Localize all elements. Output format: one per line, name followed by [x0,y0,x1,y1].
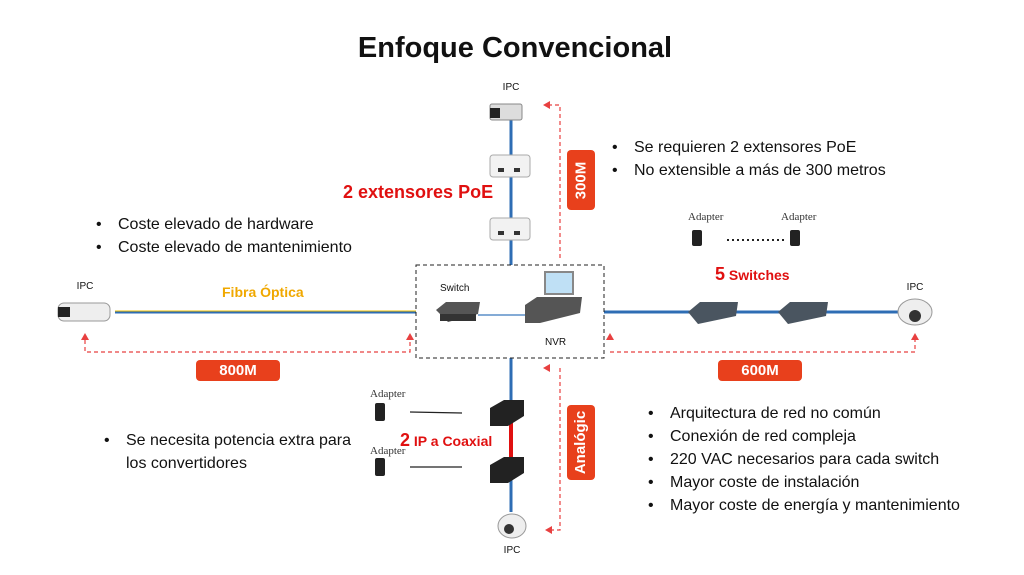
bullet: Mayor coste de energía y mantenimiento [648,494,960,517]
adapter-label: Adapter [370,388,406,400]
bottom-ipc-label: IPC [503,545,521,556]
adapter-label: Adapter [781,211,817,223]
coax-count: 2 [400,430,411,450]
bullet: Conexión de red compleja [648,425,960,448]
bullet: Se requieren 2 extensores PoE [612,136,886,159]
bullet: Mayor coste de instalación [648,471,960,494]
switches-count: 5 [715,264,726,284]
page-title: Enfoque Convencional [357,32,673,64]
coax-label: 2 IP a Coaxial [400,430,492,451]
left-ipc-label: IPC [76,281,94,292]
top-ipc-camera-icon [489,103,523,121]
switch-icon [436,302,480,322]
bullet: Arquitectura de red no común [648,402,960,425]
right-ipc-dome-icon [897,298,933,326]
poe-extenders-label: 2 extensores PoE [343,182,494,202]
coax-converter-icon [490,400,524,483]
top-ipc-label: IPC [502,82,520,93]
switch-label: Switch [440,283,470,294]
distance-badge-analog: Analógic [567,405,595,480]
fiber-label: Fibra Óptica [222,284,304,300]
bullet: Coste elevado de hardware [96,213,352,236]
right-switch-icon [778,302,828,324]
right-switch-icon [688,302,738,324]
core-box [415,264,605,359]
top-bullets: Se requieren 2 extensores PoE No extensi… [612,136,886,182]
coax-text: IP a Coaxial [413,433,493,449]
left-ipc-bullet-camera-icon [57,302,111,322]
right-ipc-label: IPC [906,282,924,293]
adapter-label: Adapter [370,445,406,457]
bullet: Se necesita potencia extra para los conv… [104,429,354,475]
distance-badge-300m: 300M [567,150,595,210]
nvr-label: NVR [545,337,567,348]
poe-extender-icon [489,154,531,178]
switches-text: Switches [728,267,790,283]
adapter-icon [375,230,800,476]
bottom-ipc-dome-icon [497,513,527,539]
left-bullets: Coste elevado de hardware Coste elevado … [96,213,352,259]
bottom-bullets: Se necesita potencia extra para los conv… [104,429,354,475]
bullet: No extensible a más de 300 metros [612,159,886,182]
bullet: 220 VAC necesarios para cada switch [648,448,960,471]
switches-label: 5 Switches [715,264,790,285]
right-bullets: Arquitectura de red no común Conexión de… [648,402,960,517]
distance-badge-800m: 800M [196,360,280,381]
poe-extender-icon [489,217,531,241]
adapter-label: Adapter [688,211,724,223]
distance-badge-600m: 600M [718,360,802,381]
nvr-icon [525,271,582,323]
bullet: Coste elevado de mantenimiento [96,236,352,259]
